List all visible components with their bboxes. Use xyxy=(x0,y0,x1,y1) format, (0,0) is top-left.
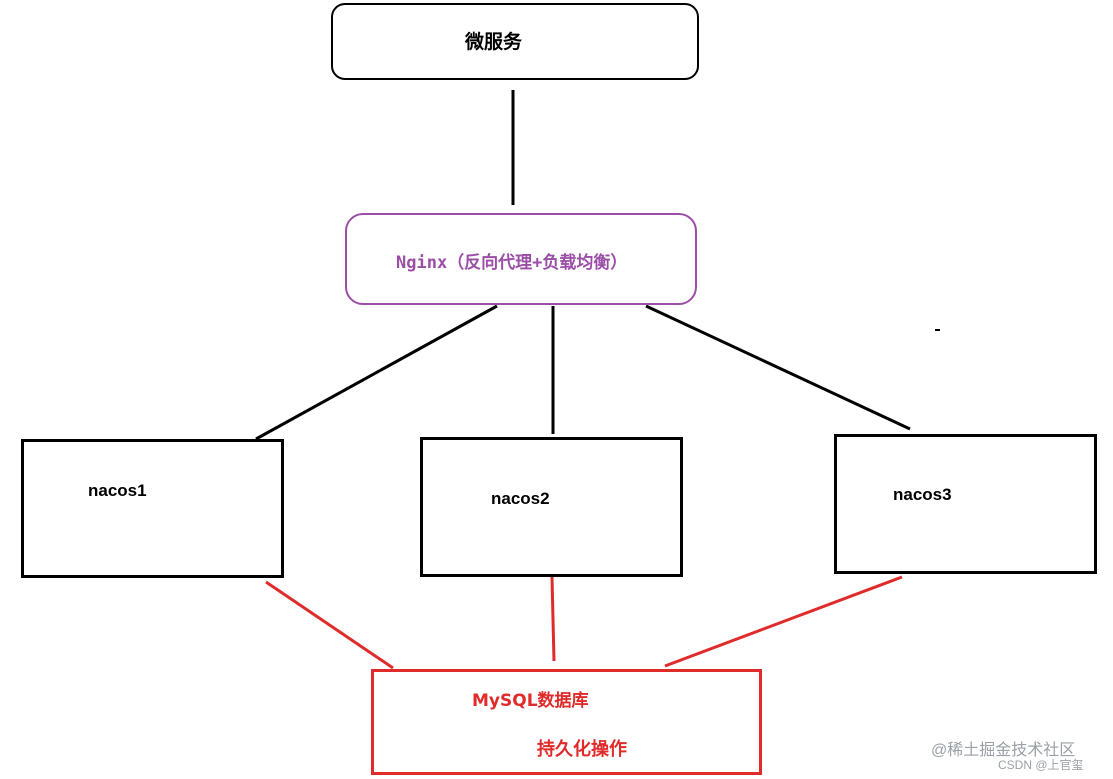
nginx-label: Nginx（反向代理+负载均衡） xyxy=(396,253,628,273)
edge-nacos2-mysql xyxy=(550,576,556,662)
nacos3-label: nacos3 xyxy=(893,485,952,504)
edge-nacos1-mysql xyxy=(265,580,394,670)
mysql-label: MySQL数据库 xyxy=(472,691,589,711)
microservice-node xyxy=(331,3,699,80)
nacos2-label: nacos2 xyxy=(491,489,550,508)
mysql-node xyxy=(371,669,762,775)
nginx-node xyxy=(345,213,697,305)
edge-nginx-nacos1 xyxy=(255,304,498,441)
edge-nginx-nacos3 xyxy=(645,304,911,431)
nacos3-node xyxy=(834,434,1097,574)
stray-mark xyxy=(935,329,940,331)
persistence-label: 持久化操作 xyxy=(537,739,627,760)
nacos1-label: nacos1 xyxy=(88,481,147,500)
nacos1-node xyxy=(21,439,284,578)
nacos2-node xyxy=(420,437,683,577)
watermark-sub: CSDN @上官玺 xyxy=(998,758,1084,772)
watermark-main: @稀土掘金技术社区 xyxy=(931,742,1076,759)
edge-nacos3-mysql xyxy=(664,575,903,668)
microservice-label: 微服务 xyxy=(465,31,523,53)
